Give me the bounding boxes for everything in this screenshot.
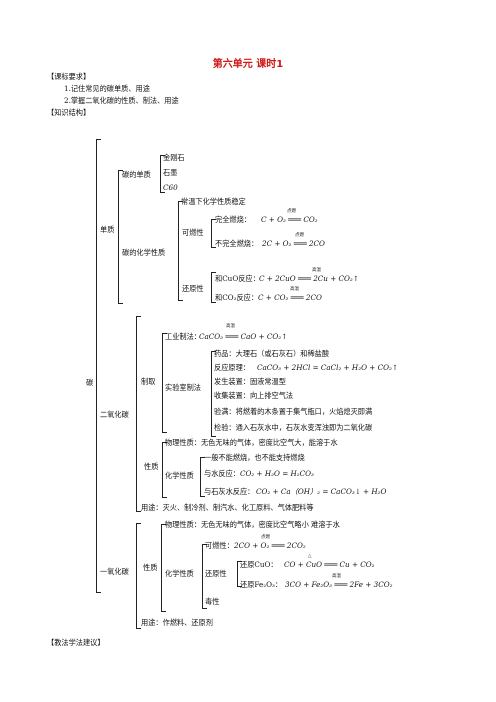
page-title: 第六单元 课时1 [212,59,284,70]
co-fe-eq: 3CO + Fe₂O₃ ═══ 2Fe + 3CO₂ [285,580,393,589]
prep-bracket [162,333,167,433]
partial-burn-label: 不完全燃烧： [215,239,259,248]
water-eq: CO₂ + H₂O = H₂CO₃ [240,469,314,478]
hightemp-cond-4: 高温 [332,574,341,579]
c60: C60 [163,183,178,192]
co-reduce-bracket [237,561,242,587]
full-check: 验满：将燃着的木条置于集气瓶口，火焰熄灭即满 [214,407,373,416]
co-reduce-label: 还原性 [205,569,227,578]
graphite: 石墨 [163,168,178,177]
reduce-bracket [211,272,216,303]
co2-prop-bracket [162,442,167,498]
ignite-cond-2: 点燃 [295,233,304,238]
lime-label: 与石灰水反应： [204,487,255,496]
co2-uses: 用途：灭火、制冷剂、制汽水、化工原料、气体肥料等 [141,503,314,512]
co-chem-bracket [202,544,207,609]
full-burn-eq: C + O₂ ═══ CO₂ [261,215,318,224]
co-bracket [136,523,141,629]
co2-prop-label: 性质 [144,462,159,471]
industrial-label: 工业制法： [165,332,201,341]
diamond: 金刚石 [163,153,185,162]
co-toxic: 毒性 [205,597,220,606]
co2-physical: 物理性质：无色无味的气体，密度比空气大，能溶于水 [165,438,338,447]
section-requirements: 【课标要求】 [47,72,91,81]
co2-react-label: 和CO₂反应： [215,293,259,302]
prep-label: 制取 [141,377,156,386]
requirement-2: 2.掌握二氧化碳的性质、制法、用途 [64,96,179,105]
principle-eq: CaCO₃ + 2HCl = CaCl₂ + H₂O + CO₂↑ [257,363,398,372]
section-structure: 【知识结构】 [47,108,91,117]
lab-reagents: 药品：大理石（或石灰石）和稀盐酸 [214,349,330,358]
carbon-bracket [96,139,101,593]
generator-device: 发生装置：固液常温型 [214,377,286,386]
industrial-eq: CaCO₃ ═══ CaO + CO₂↑ [199,332,288,341]
section-advice: 【教法学法建议】 [47,638,105,647]
co-combust-eq: 2CO + O₂ ═══ 2CO₂ [234,541,306,550]
full-burn-label: 完全燃烧： [215,215,251,224]
combust-label: 可燃性 [182,228,204,237]
co-fe-label: 还原Fe₂O₃： [240,580,283,589]
cuo-label: 和CuO反应： [215,274,260,283]
cuo-eq: C + 2CuO ═══ 2Cu + CO₂↑ [259,274,359,283]
co-physical: 物理性质：无色无味的气体，密度比空气略小 难溶于水 [165,520,340,529]
co2-label: 二氧化碳 [100,410,129,419]
co-cuo-label: 还原CuO： [240,560,278,569]
carbon-chemical-label: 碳的化学性质 [122,248,166,257]
heat-cond: △ [308,554,312,559]
co2-no-burn: 一般不能燃烧，也不能支持燃烧 [204,453,305,462]
co-chemical-label: 化学性质 [165,569,194,578]
carbon-types-label: 碳的单质 [122,170,151,179]
co2-test: 检验：通入石灰水中，石灰水变浑浊即为二氧化碳 [214,423,373,432]
co-uses: 用途：作燃料、还原剂 [141,618,213,627]
hightemp-cond-1: 高温 [312,268,321,273]
simple-bracket [118,170,123,304]
reduce-label: 还原性 [182,284,204,293]
lab-label: 实验室制法 [165,383,201,392]
types-bracket [160,155,165,193]
co-cuo-eq: CO + CuO ═══ Cu + CO₂ [284,560,375,569]
co2-chem-bracket [200,457,205,497]
partial-burn-eq: 2C + O₂ ═══ 2CO [262,239,325,248]
co-label: 一氧化碳 [100,567,129,576]
collector-device: 收集装置：向上排空气法 [214,391,294,400]
chem-bracket [178,201,183,301]
lime-eq: CO₂ + Ca（OH）₂ = CaCO₃↓ + H₂O [256,487,387,496]
hightemp-cond-3: 高温 [226,324,235,329]
ignite-cond-1: 点燃 [287,209,296,214]
combust-bracket [211,219,216,248]
co-prop-label: 性质 [143,563,158,572]
principle-label: 反应原理： [214,363,250,372]
hightemp-cond-2: 高温 [290,287,299,292]
co-prop-bracket [161,524,166,612]
co2-react-eq: C + CO₂ ═══ 2CO [258,293,322,302]
requirement-1: 1.记住常见的碳单质、用途 [64,84,150,93]
simple-substance-label: 单质 [100,225,115,234]
carbon-root: 碳 [86,378,94,387]
water-label: 与水反应： [204,469,240,478]
ignite-cond-3: 点燃 [261,535,270,540]
lab-bracket [211,351,216,437]
co-combust-label: 可燃性： [205,541,234,550]
carbon-stable: 常温下化学性质稳定 [181,197,246,206]
co2-bracket [136,316,141,512]
co2-chemical-label: 化学性质 [165,471,194,480]
